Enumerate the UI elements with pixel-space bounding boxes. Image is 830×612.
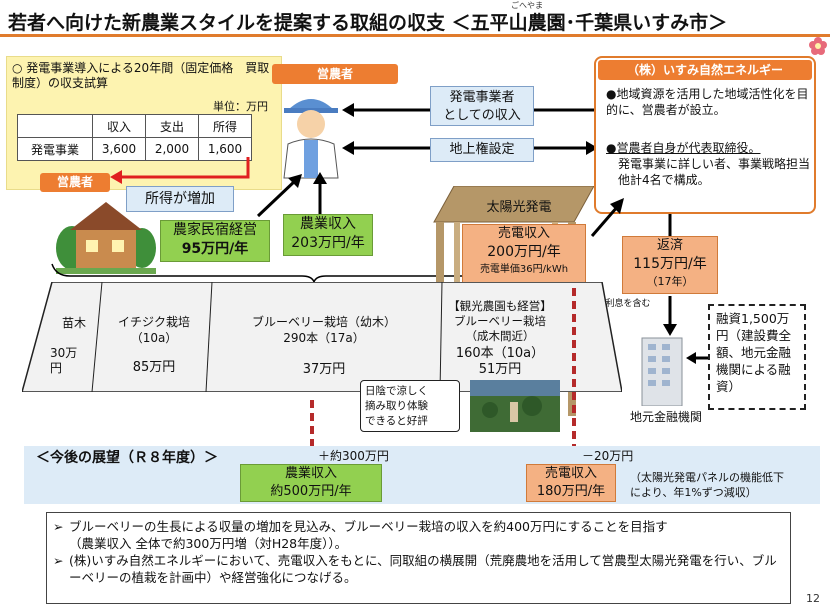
blueberry-photo — [470, 380, 560, 432]
company-bullet-2-detail: 発電事業に詳しい者、事業戦略担当他計4名で構成。 — [618, 157, 811, 187]
income-red-arrow — [110, 157, 250, 184]
interest-note: ※利息を含む — [598, 299, 651, 309]
table-header-row: 収入 支出 所得 — [17, 114, 252, 138]
repay-arrow — [663, 214, 677, 336]
financing-box: 融資1,500万円（建設費全額、地元金融機関による融資） — [708, 304, 806, 410]
table-header-cell: 収入 — [92, 114, 146, 138]
income-up-label: 所得が増加 — [126, 186, 234, 212]
future-sales-income: 売電収入 180万円/年 — [526, 464, 616, 502]
farm-increase: ＋約300万円 — [318, 449, 389, 463]
future-band — [24, 446, 820, 504]
table-cell: 1,600 — [198, 137, 252, 161]
unit-label: 単位：万円 — [213, 100, 268, 113]
surface-rights-flow: 地上権設定 — [430, 138, 534, 162]
income-up-arrows — [256, 172, 327, 218]
table-cell: 3,600 — [92, 137, 146, 161]
page-title: 若者へ向けた新農業スタイルを提案する取組の収支 ＜五平山農園･千葉県いすみ市＞ — [8, 12, 728, 34]
table-header-cell — [17, 114, 93, 138]
crop-name: 苗木 — [62, 316, 87, 330]
revenue-table: 収入 支出 所得 発電事業 3,600 2,000 1,600 — [17, 114, 252, 161]
farm-income-label: 農業収入 — [300, 216, 356, 232]
crop-name: イチジク栽培 （10a） — [117, 315, 190, 345]
sales-decrease: －20万円 — [582, 449, 634, 463]
future-farm-income: 農業収入 約500万円/年 — [240, 464, 382, 502]
bullet-item: ➢ ブルーベリーの生長による収量の増加を見込み、ブルーベリー栽培の収入を約400万… — [53, 518, 784, 552]
minshuku-amount: 95万円/年 — [181, 241, 249, 257]
crop-name: ブルーベリー栽培（幼木） 290本（17a） — [251, 315, 396, 345]
flower-icon — [809, 37, 827, 55]
bullet-item: ➢ (株)いすみ自然エネルギーにおいて、売電収入をもとに、同取組の横展開（荒廃農地… — [53, 552, 784, 586]
minshuku-label: 農家民宿経営 — [173, 222, 257, 238]
table-row: 発電事業 3,600 2,000 1,600 — [17, 137, 252, 161]
repay-amount: 115万円/年 — [633, 256, 707, 272]
repay-box: 返済 115万円/年 （17年） — [622, 236, 718, 294]
bullet-marker-icon: ➢ — [53, 553, 64, 568]
table-header-cell: 支出 — [145, 114, 199, 138]
minshuku-box: 農家民宿経営 95万円/年 — [160, 220, 270, 262]
bullet-marker-icon: ➢ — [53, 519, 64, 534]
summary-bullets: ➢ ブルーベリーの生長による収量の増加を見込み、ブルーベリー栽培の収入を約400万… — [46, 512, 791, 604]
sales-income-box: 売電収入 200万円/年 売電単価36円/kWh — [462, 224, 586, 286]
future-heading: ＜今後の展望（Ｒ８年度）＞ — [36, 450, 218, 466]
title-ruby: ごへやま — [511, 1, 543, 10]
farm-income-box: 農業収入 203万円/年 — [283, 214, 373, 256]
table-header-cell: 所得 — [198, 114, 252, 138]
sales-income-label: 売電収入 — [497, 226, 550, 241]
repay-label: 返済 — [656, 238, 683, 253]
crop-band — [22, 282, 622, 392]
company-box — [594, 56, 816, 214]
crop-value: 30万円 — [50, 346, 78, 375]
table-cell: 2,000 — [145, 137, 199, 161]
sales-income-amount: 200万円/年 — [487, 244, 561, 260]
solar-label: 太陽光発電 — [486, 200, 552, 215]
bank-label: 地元金融機関 — [629, 410, 702, 424]
farmer-header: 営農者 — [272, 64, 398, 84]
shade-callout: 日陰で涼しく 摘み取り体験 できると好評 — [360, 380, 460, 432]
company-bullet-1: ●地域資源を活用した地域活性化を目的に、営農者が設立。 — [606, 87, 809, 117]
sales-to-company-arrow — [590, 198, 624, 237]
farmhouse-icon — [56, 202, 156, 274]
title-underline — [0, 34, 830, 37]
power-income-flow: 発電事業者 としての収入 — [430, 86, 534, 126]
crop-value: 85万円 — [132, 360, 176, 375]
bank-building-icon — [641, 337, 683, 406]
repay-years: （17年） — [646, 275, 694, 288]
farmer-figure-icon — [283, 99, 339, 179]
farm-income-amount: 203万円/年 — [291, 235, 365, 251]
company-header: （株）いすみ自然エネルギー — [598, 60, 812, 80]
sales-decline-arrow — [565, 288, 583, 460]
company-bullet-2: ●営農者自身が代表取締役。 — [606, 141, 761, 155]
financing-arrow — [686, 352, 708, 364]
farmer-tag: 営農者 — [40, 173, 110, 192]
crop-value: 160本（10a） 51万円 — [455, 346, 545, 377]
revenue-heading: ○ 発電事業導入による20年間（固定価格 買取制度）の収支試算 — [12, 61, 270, 90]
crop-value: 37万円 — [302, 362, 346, 377]
bullet-text: (株)いすみ自然エネルギーにおいて、売電収入をもとに、同取組の横展開（荒廃農地を… — [69, 553, 777, 585]
future-note: （太陽光発電パネルの機能低下 により、年1%ずつ減収） — [630, 471, 784, 499]
table-cell: 発電事業 — [17, 137, 93, 161]
sales-unit-price: 売電単価36円/kWh — [479, 264, 569, 275]
page-number: 12 — [806, 592, 820, 605]
crop-name: 【観光農園も経営】 ブルーベリー栽培 （成木間近） — [448, 299, 552, 343]
bullet-text: ブルーベリーの生長による収量の増加を見込み、ブルーベリー栽培の収入を約400万円… — [69, 519, 668, 551]
